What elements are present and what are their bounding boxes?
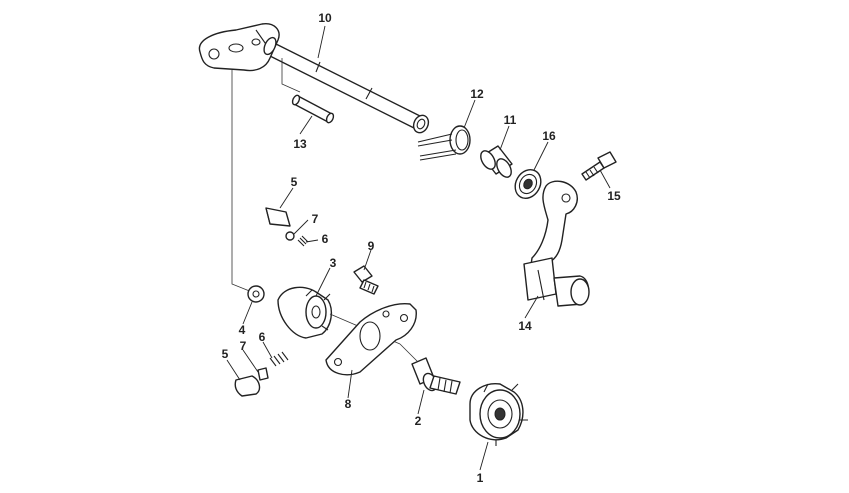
callout-5-upper: 5 bbox=[291, 175, 298, 189]
callout-7-upper: 7 bbox=[312, 212, 319, 226]
callout-8: 8 bbox=[345, 397, 352, 411]
callout-4: 4 bbox=[239, 323, 246, 337]
callout-11: 11 bbox=[504, 113, 517, 127]
callout-labels: 10 12 11 16 15 14 13 5 7 6 3 9 4 6 7 5 8… bbox=[222, 11, 621, 485]
bolt-part-15 bbox=[581, 151, 617, 181]
return-spring-part-12 bbox=[417, 125, 471, 161]
callout-6-upper: 6 bbox=[322, 232, 329, 246]
callout-14: 14 bbox=[518, 319, 532, 333]
leader-lines bbox=[226, 25, 611, 471]
ball-part-7-upper bbox=[285, 231, 295, 241]
shift-pedal-part-14 bbox=[523, 180, 590, 307]
callout-1: 1 bbox=[477, 471, 484, 485]
ball-part-7-lower bbox=[257, 367, 269, 381]
guide-plate-part-8 bbox=[325, 303, 417, 376]
pivot-bolt-part-2 bbox=[399, 343, 461, 395]
callout-13: 13 bbox=[293, 137, 307, 151]
callout-6-lower: 6 bbox=[259, 330, 266, 344]
washer-part-4 bbox=[247, 285, 265, 303]
callout-16: 16 bbox=[542, 129, 556, 143]
callout-3: 3 bbox=[330, 256, 337, 270]
callout-15: 15 bbox=[607, 189, 621, 203]
callout-5-lower: 5 bbox=[222, 347, 229, 361]
shift-shaft-part-10 bbox=[198, 23, 430, 293]
callout-9: 9 bbox=[368, 239, 375, 253]
bolt-part-9 bbox=[353, 265, 379, 295]
callout-7-lower: 7 bbox=[240, 339, 247, 353]
callout-2: 2 bbox=[415, 414, 422, 428]
callout-12: 12 bbox=[470, 87, 484, 101]
stopper-arm-part-3 bbox=[277, 286, 401, 345]
oil-seal-part-16 bbox=[514, 168, 542, 200]
bushing-part-11 bbox=[480, 145, 513, 178]
shift-cam-part-1 bbox=[469, 383, 528, 446]
pin-part-13 bbox=[291, 94, 335, 124]
spring-part-6-lower bbox=[269, 351, 289, 367]
stopper-block-part-5-upper bbox=[265, 207, 291, 227]
stopper-block-part-5-lower bbox=[234, 375, 261, 397]
spring-part-6-upper bbox=[297, 235, 309, 247]
callout-10: 10 bbox=[318, 11, 332, 25]
